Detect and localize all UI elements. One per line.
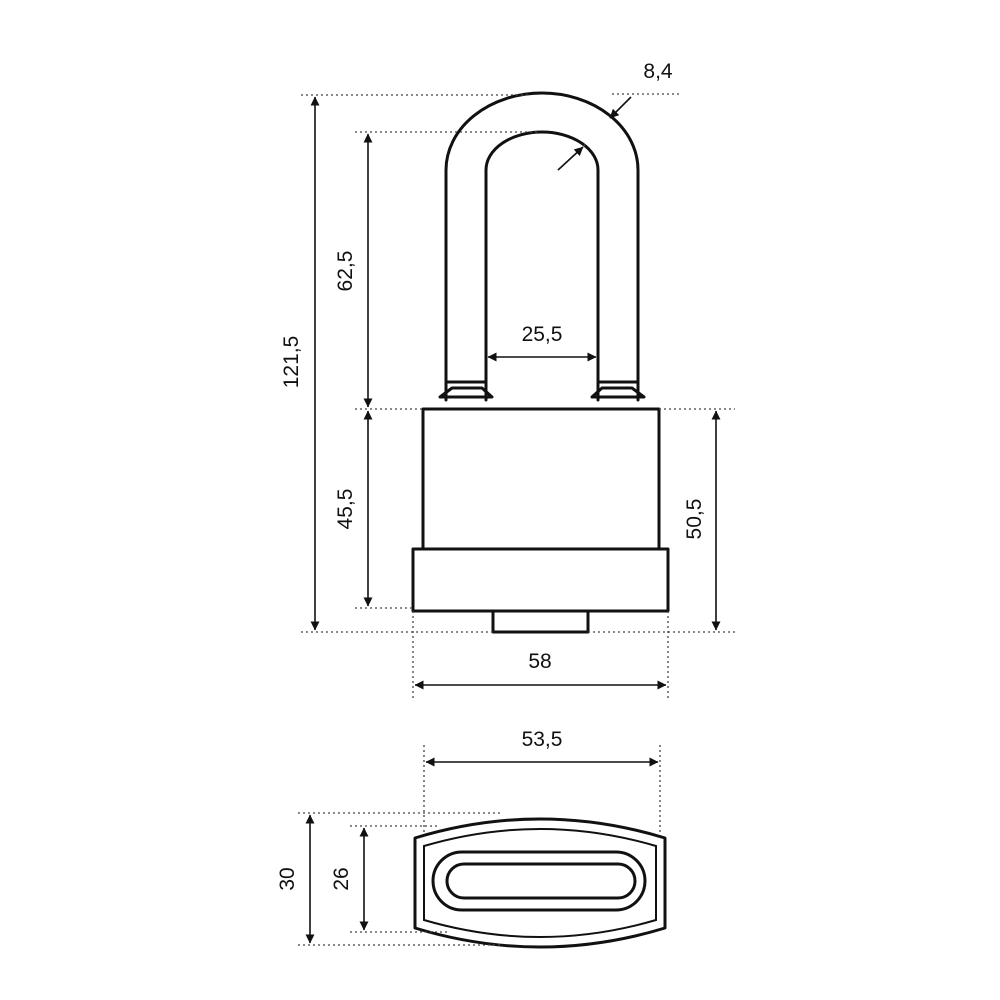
dimension-lines-front	[310, 96, 721, 690]
shackle-hole-outer	[431, 850, 647, 912]
shackle-left-collar	[438, 380, 494, 399]
label-shackle-inner-width: 25,5	[522, 323, 563, 346]
key-cylinder	[491, 609, 590, 634]
extension-lines-top	[298, 745, 661, 946]
body-upper	[421, 407, 661, 551]
label-depth-outer: 30	[276, 867, 299, 890]
top-view	[413, 817, 667, 949]
label-body-height-cylinder: 50,5	[683, 499, 706, 540]
extension-lines-front	[301, 93, 735, 700]
label-shackle-clearance: 62,5	[334, 251, 357, 292]
dimension-lines-top	[305, 757, 659, 944]
label-body-height: 45,5	[334, 489, 357, 530]
top-view-outer	[413, 817, 667, 949]
top-view-inner	[423, 828, 657, 938]
label-total-height: 121,5	[280, 336, 303, 389]
label-shackle-wire: 8,4	[643, 60, 673, 83]
dim-arrow-wire-inner	[557, 146, 584, 171]
shackle-outline	[444, 91, 640, 402]
label-top-width: 53,5	[522, 728, 563, 751]
dim-arrow-wire-outer	[609, 96, 632, 119]
lock-body	[411, 407, 670, 634]
label-depth-inner: 26	[330, 867, 353, 890]
shackle-right-collar	[590, 380, 646, 399]
label-body-width: 58	[528, 650, 551, 673]
shackle	[438, 91, 646, 402]
shackle-hole-inner	[445, 862, 637, 900]
body-bumper	[411, 547, 670, 613]
